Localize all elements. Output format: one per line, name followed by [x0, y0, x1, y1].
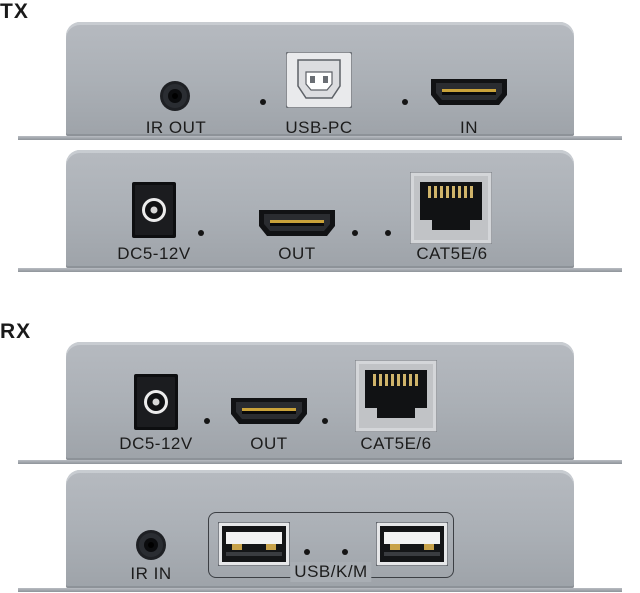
ir-out-audio-jack-icon[interactable] [158, 79, 192, 113]
indicator-dot [402, 99, 408, 105]
tx-bottom-panel: DC5-12V OUT CAT5E/6 [18, 150, 622, 272]
usb-pc-label: USB-PC [285, 118, 353, 137]
indicator-dot [352, 230, 358, 236]
rx-top-panel: DC5-12V OUT CAT5E/6 [18, 342, 622, 464]
rj45-port-icon[interactable] [355, 360, 437, 432]
rx-bottom-panel: IR IN USB/K/M [18, 470, 622, 592]
indicator-dot [385, 230, 391, 236]
hdmi-in-port-icon[interactable] [430, 77, 508, 107]
hdmi-out-port-icon[interactable] [230, 396, 308, 426]
dc-label: DC5-12V [119, 434, 193, 453]
in-label: IN [460, 118, 478, 137]
mounting-rail [18, 460, 622, 464]
ir-out-label: IR OUT [145, 118, 207, 137]
ir-in-label: IR IN [130, 564, 172, 583]
dc-label: DC5-12V [117, 244, 191, 263]
indicator-dot [304, 549, 310, 555]
indicator-dot [260, 99, 266, 105]
usb-kvm-label: USB/K/M [290, 562, 372, 582]
mounting-rail [18, 588, 622, 592]
out-label: OUT [250, 434, 288, 453]
mounting-rail [18, 136, 622, 140]
dc-power-jack-icon[interactable] [134, 374, 178, 430]
out-label: OUT [278, 244, 316, 263]
rj45-port-icon[interactable] [410, 172, 492, 244]
usb-a-port-right-icon[interactable] [376, 522, 448, 566]
indicator-dot [198, 230, 204, 236]
tx-label: TX [0, 0, 29, 23]
rx-label: RX [0, 320, 32, 343]
usb-b-port-icon[interactable] [286, 52, 352, 108]
indicator-dot [342, 549, 348, 555]
mounting-rail [18, 268, 622, 272]
indicator-dot [204, 418, 210, 424]
ir-in-audio-jack-icon[interactable] [134, 528, 168, 562]
cat-label: CAT5E/6 [416, 244, 488, 263]
tx-top-panel: IR OUT USB-PC IN [18, 22, 622, 140]
hdmi-out-port-icon[interactable] [258, 208, 336, 238]
cat-label: CAT5E/6 [360, 434, 432, 453]
indicator-dot [322, 418, 328, 424]
dc-power-jack-icon[interactable] [132, 182, 176, 238]
usb-a-port-left-icon[interactable] [218, 522, 290, 566]
